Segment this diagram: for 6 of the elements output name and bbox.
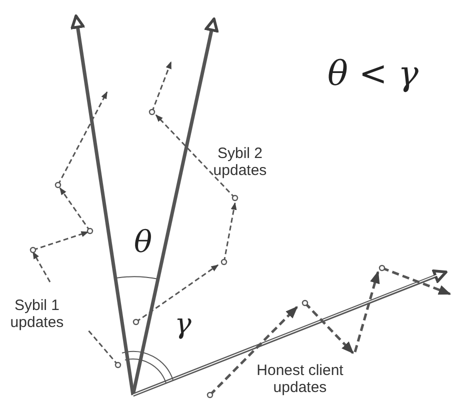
annotation-label: Sybil 2 updates <box>212 145 268 179</box>
angle-label: θ <box>132 225 154 260</box>
angle-label: γ <box>174 308 192 340</box>
annotation-label: Sybil 1 updates <box>9 297 65 331</box>
inequality-label: θ < γ <box>326 55 420 94</box>
annotation-label: Honest client updates <box>256 362 344 396</box>
